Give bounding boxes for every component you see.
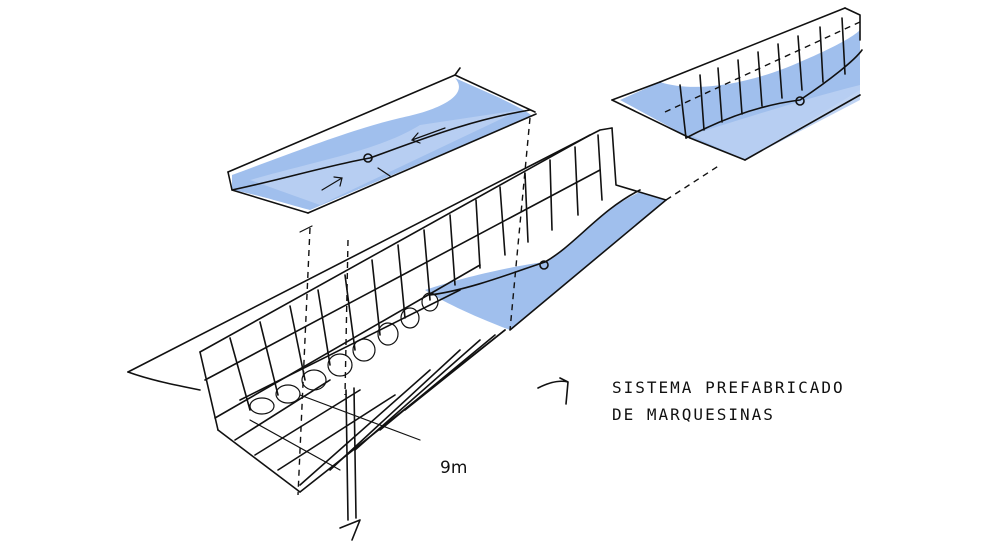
right-canopy: [611, 7, 863, 161]
caption: SISTEMA PREFABRICADO DE MARQUESINAS: [612, 374, 912, 428]
caption-arrow-icon: [537, 377, 569, 405]
caption-line-2: DE MARQUESINAS: [612, 405, 775, 424]
main-canopy: [127, 117, 721, 541]
caption-line-1: SISTEMA PREFABRICADO: [612, 378, 845, 397]
dimension-label: 9m: [440, 458, 468, 478]
detached-roof-panel: [227, 67, 537, 233]
